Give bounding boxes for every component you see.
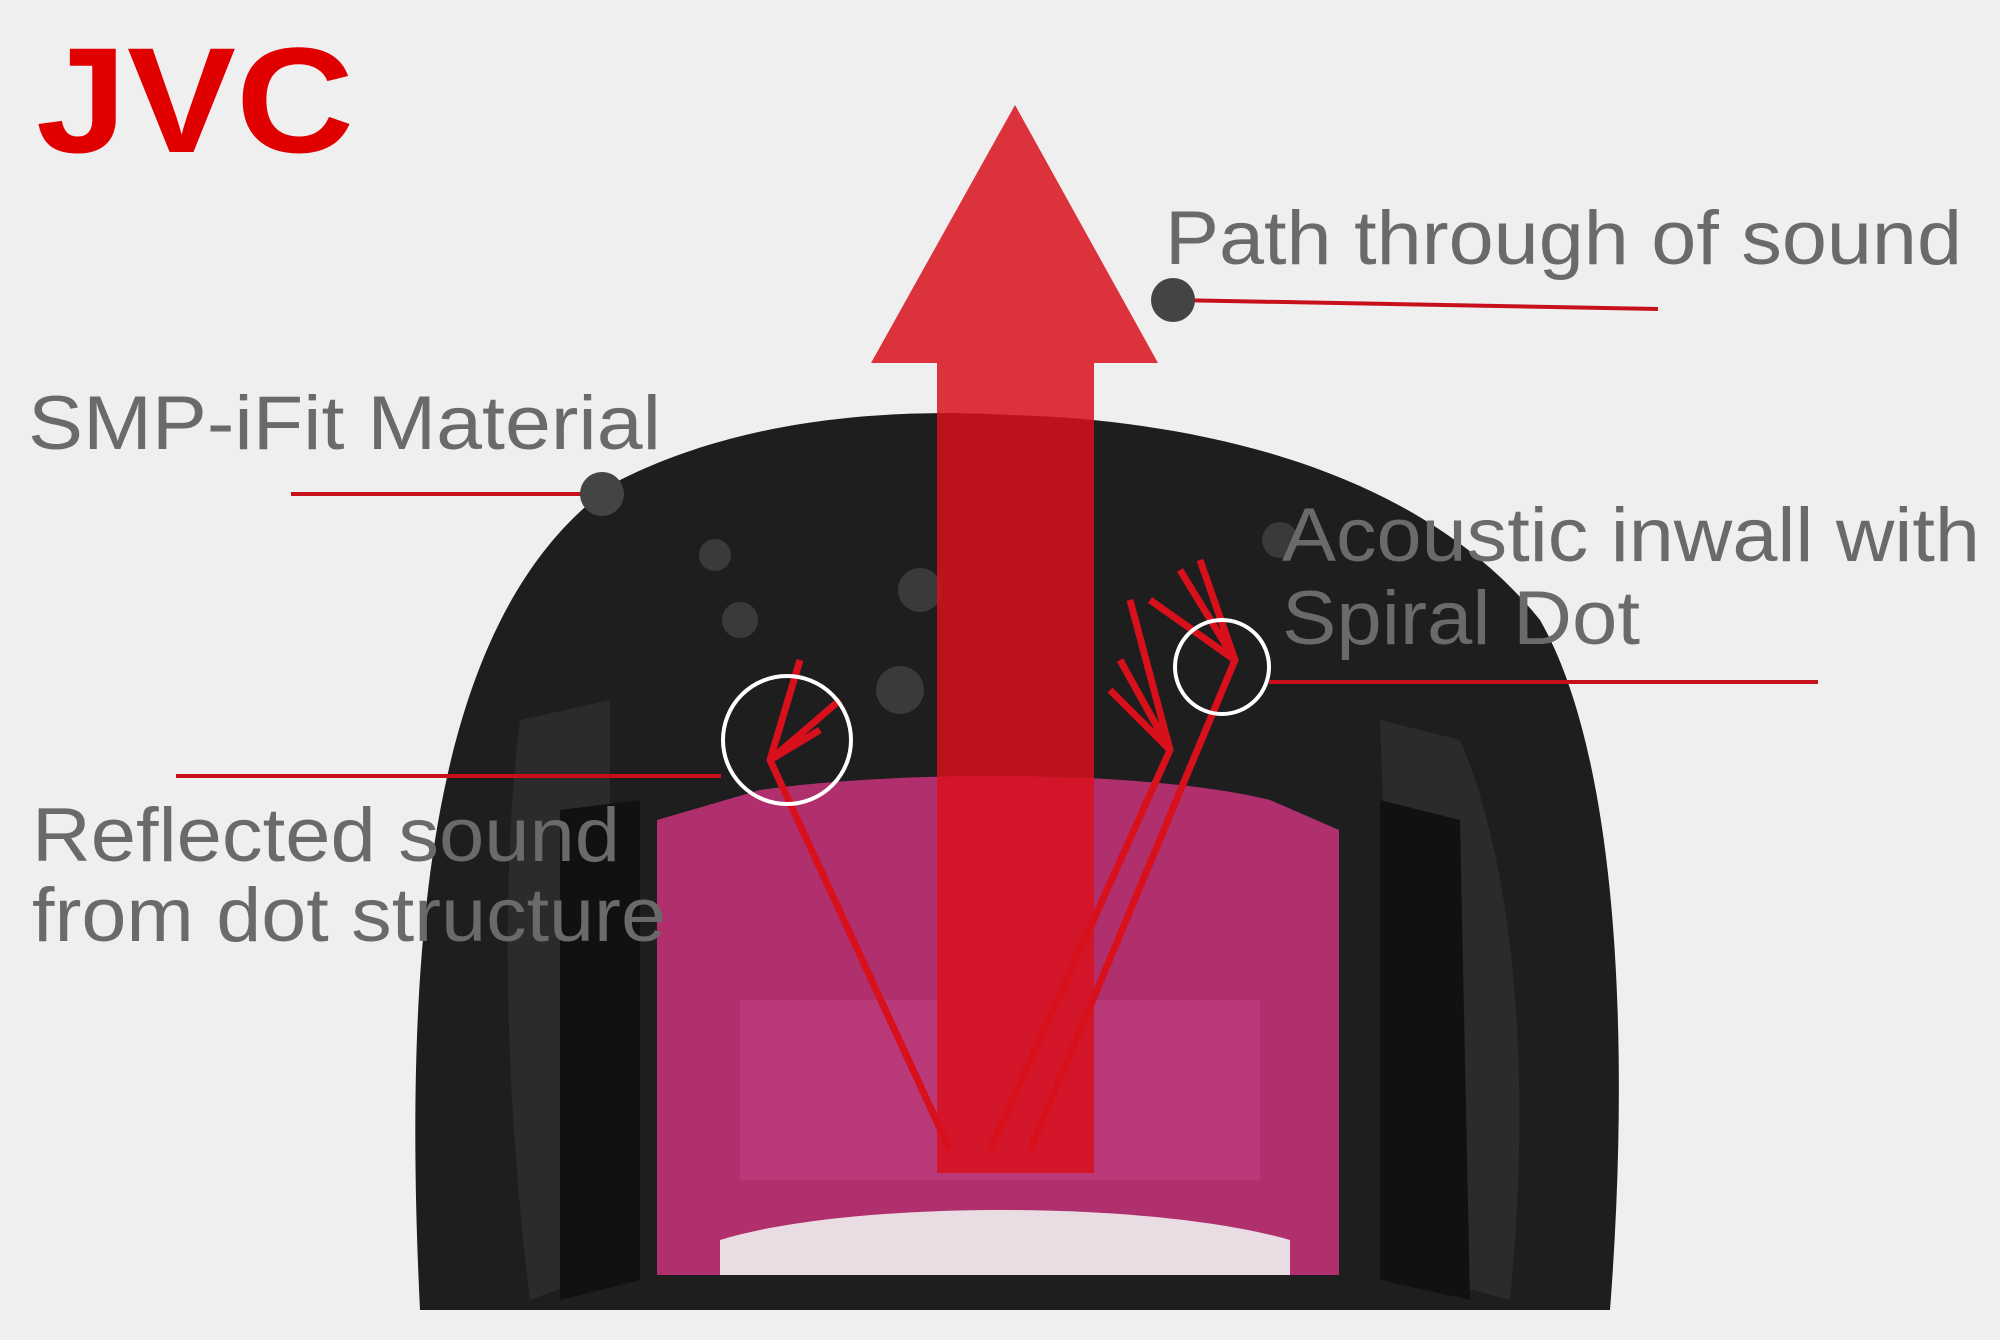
- reflection-lines: [766, 558, 1239, 1152]
- label-acoustic-inwall-1: Acoustic inwall with: [1282, 493, 1980, 578]
- path-marker-dot: [1151, 278, 1195, 322]
- leader-lines: [176, 298, 1818, 778]
- spiral-dot-highlight-circle: [1173, 618, 1271, 716]
- material-marker-dot: [580, 472, 624, 516]
- label-smp-ifit-material: SMP-iFit Material: [28, 381, 661, 466]
- jvc-logo: JVC: [36, 16, 354, 184]
- label-reflected-sound-1: Reflected sound: [32, 793, 620, 878]
- label-reflected-sound-2: from dot structure: [32, 873, 666, 958]
- reflection-highlight-circle: [721, 674, 853, 806]
- label-path-through-sound: Path through of sound: [1165, 196, 1962, 281]
- sound-path-arrow: [871, 105, 1158, 1173]
- label-acoustic-inwall-2: Spiral Dot: [1282, 576, 1640, 661]
